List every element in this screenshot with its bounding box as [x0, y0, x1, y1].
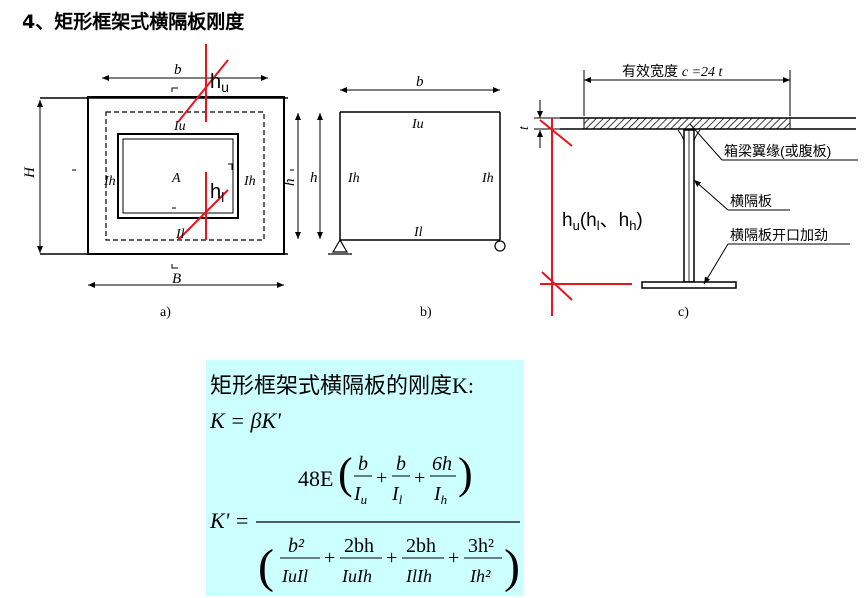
den-term-3-bottom: IlIh: [405, 566, 432, 586]
pin-support: [331, 238, 349, 253]
label-h: h: [282, 179, 298, 187]
opening-inner: [122, 138, 234, 214]
diagram-figures: b B H h Iu Il Ih Ih A hu hl a) b h Iu Il…: [22, 44, 858, 320]
opening-stiffener: [641, 281, 737, 289]
svg-text:=: =: [236, 508, 248, 533]
svg-text:): ): [504, 540, 520, 593]
red-tick-bottom: [541, 271, 573, 301]
label-Ih-right: Ih: [243, 174, 256, 189]
svg-text:+: +: [376, 467, 387, 489]
svg-text:+: +: [414, 467, 425, 489]
label-hu: hu: [210, 71, 229, 95]
label-b: b: [174, 62, 182, 78]
svg-text:+: +: [448, 547, 459, 569]
label-Ih-right-fig-b: Ih: [481, 171, 494, 186]
den-term-3-top: 2bh: [406, 535, 436, 557]
label-h-fig-b: h: [310, 170, 318, 186]
num-term-3-bottom: Ih: [433, 483, 447, 507]
effective-flange-hatched: [583, 117, 791, 130]
svg-text:): ): [458, 449, 473, 498]
label-hl: hl: [210, 181, 224, 205]
numerator-coef: 48E: [298, 466, 333, 491]
svg-text:(: (: [258, 540, 274, 593]
callout-stiffener: 横隔板开口加劲: [730, 227, 828, 243]
svg-text:+: +: [386, 547, 397, 569]
den-term-4-top: 3h²: [468, 535, 494, 557]
callout-line-flange: [689, 123, 723, 161]
svg-text:+: +: [324, 547, 335, 569]
num-term-1-bottom: Iu: [353, 483, 368, 507]
label-t: t: [517, 125, 532, 130]
label-Ih-left: Ih: [103, 174, 116, 189]
figure-c: 有效宽度 c =24 t t 箱梁翼缘(或腹板) 横隔板 横隔: [517, 63, 858, 320]
callout-diaphragm: 横隔板: [730, 193, 772, 209]
caption-c: c): [678, 305, 689, 320]
caption-b: b): [420, 305, 432, 320]
formula-kprime: K' = 48E ( b Iu + b Il + 6h Ih ) ( b² Iu…: [209, 449, 520, 593]
label-hu-hl-hh: hu(hl、hh): [562, 210, 643, 233]
den-term-2-top: 2bh: [344, 535, 374, 557]
label-B: B: [172, 271, 181, 287]
formula-box: 矩形框架式横隔板的刚度K: K = βK' K' = 48E ( b Iu + …: [206, 360, 524, 596]
dashed-centerline: [105, 111, 265, 241]
red-slash-bottom: [177, 189, 229, 241]
num-term-2-bottom: Il: [391, 483, 403, 507]
roller-support: [494, 240, 506, 252]
caption-a: a): [160, 305, 171, 320]
label-Ih-left-fig-b: Ih: [347, 171, 360, 186]
red-slash-top: [177, 59, 229, 123]
den-term-1-top: b²: [288, 535, 305, 557]
callout-flange: 箱梁翼缘(或腹板): [724, 143, 831, 159]
den-term-2-bottom: IuIh: [341, 566, 372, 586]
den-term-4-bottom: Ih²: [469, 566, 491, 586]
den-term-1-bottom: IuIl: [281, 566, 308, 586]
callout-line-stiffener: [703, 243, 729, 285]
num-term-3-top: 6h: [432, 453, 452, 475]
num-term-1-top: b: [358, 453, 368, 475]
kprime-label: K': [209, 508, 230, 533]
label-Il: Il: [175, 227, 185, 242]
label-A: A: [171, 171, 181, 186]
opening-outer: [117, 133, 239, 219]
figure-b: b h Iu Il Ih Ih b): [310, 74, 506, 320]
formula-k-beta: K = βK': [210, 408, 281, 433]
label-b-fig-b: b: [416, 74, 424, 90]
label-H: H: [22, 166, 38, 179]
formula-heading: 矩形框架式横隔板的刚度K:: [210, 373, 475, 398]
red-tick-top: [539, 119, 573, 147]
figure-a: b B H h Iu Il Ih Ih A hu hl a): [22, 44, 301, 320]
label-Iu-fig-b: Iu: [411, 117, 424, 132]
label-Il-fig-b: Il: [413, 225, 423, 240]
label-effective-width: 有效宽度 c =24 t: [622, 63, 724, 80]
label-Iu: Iu: [173, 119, 186, 134]
num-term-2-top: b: [396, 453, 406, 475]
svg-text:(: (: [338, 449, 353, 498]
callout-line-diaphragm: [693, 179, 729, 211]
page-title: 4、矩形框架式横隔板刚度: [22, 11, 245, 33]
